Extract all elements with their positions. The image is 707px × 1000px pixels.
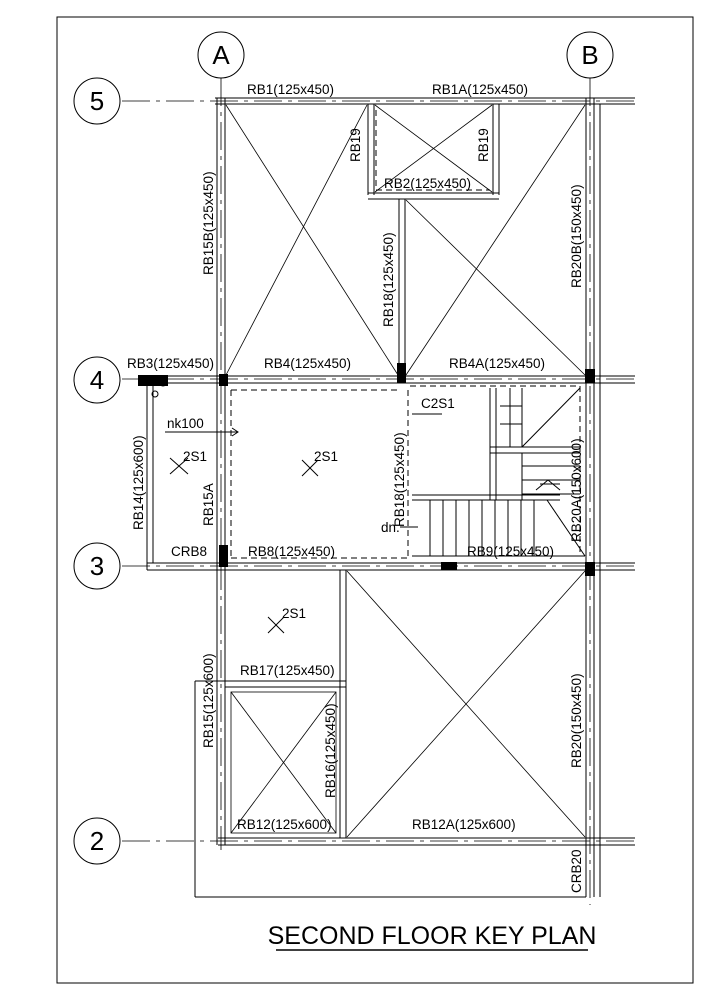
beam-label-rb9: RB9(125x450) [467,544,554,559]
grid-lines [122,78,640,905]
beam-label-rb19-left: RB19 [348,128,363,162]
beam-label-rb8: RB8(125x450) [248,544,335,559]
beam-label-rb20b: RB20B(150x450) [569,184,584,288]
beam-label-crb8: CRB8 [171,544,207,559]
beam-label-rb12: RB12(125x600) [237,817,332,832]
beam-label-rb2: RB2(125x450) [384,176,471,191]
grid-bubble-3: 3 [73,542,121,590]
annotation-nk100: nk100 [167,416,204,431]
slab-dashed-outlines [230,110,581,559]
svg-text:5: 5 [90,86,104,116]
beam-label-rb12a: RB12A(125x600) [412,817,516,832]
annotation-dn: dn. [381,520,400,535]
beam-label-rb14: RB14(125x600) [131,435,146,530]
beam-label-rb3: RB3(125x450) [127,356,214,371]
columns [138,363,595,576]
svg-text:3: 3 [90,551,104,581]
slab-label-c2s1: C2S1 [421,396,455,411]
beam-label-rb18-lower: RB18(125x450) [392,432,407,527]
slab-marker-center [301,459,319,477]
slab-label-center: 2S1 [314,449,338,464]
beam-label-rb17: RB17(125x450) [240,663,335,678]
drawing-title: SECOND FLOOR KEY PLAN [268,922,597,950]
staircase [412,387,586,557]
svg-text:2: 2 [90,826,104,856]
slab-marker-left [169,457,189,475]
svg-text:A: A [212,40,230,70]
beam-lines [140,97,635,898]
beam-label-rb16: RB16(125x450) [323,703,338,798]
slab-label-left: 2S1 [183,449,207,464]
svg-text:4: 4 [90,365,104,395]
slab-label-lower: 2S1 [282,606,306,621]
beam-label-crb20: CRB20 [569,849,584,893]
beam-label-rb15: RB15(125x600) [201,653,216,748]
grid-bubble-2: 2 [73,817,121,865]
beam-label-rb18-upper: RB18(125x450) [381,232,396,327]
beam-label-rb4a: RB4A(125x450) [449,356,545,371]
slab-marker-lower [267,616,285,634]
beam-label-rb4: RB4(125x450) [264,356,351,371]
cantilever-hook-marker [151,390,159,398]
grid-bubble-b: B [566,31,614,79]
grid-bubble-4: 4 [73,356,121,404]
grid-bubble-a: A [197,31,245,79]
beam-label-rb20a: RB20A(150x600) [569,438,584,542]
grid-bubble-5: 5 [73,77,121,125]
svg-text:B: B [581,40,598,70]
drawing-border [56,16,694,984]
beam-label-rb19-right: RB19 [476,128,491,162]
beam-label-rb1: RB1(125x450) [247,82,334,97]
beam-label-rb20: RB20(150x450) [569,673,584,768]
panel-diagonals [225,104,586,838]
beam-label-rb15b: RB15B(125x450) [201,171,216,275]
nk100-arrow [165,427,239,437]
beam-label-rb1a: RB1A(125x450) [432,82,528,97]
cantilever-end-marker [158,377,168,387]
beam-label-rb15a: RB15A [201,483,216,526]
